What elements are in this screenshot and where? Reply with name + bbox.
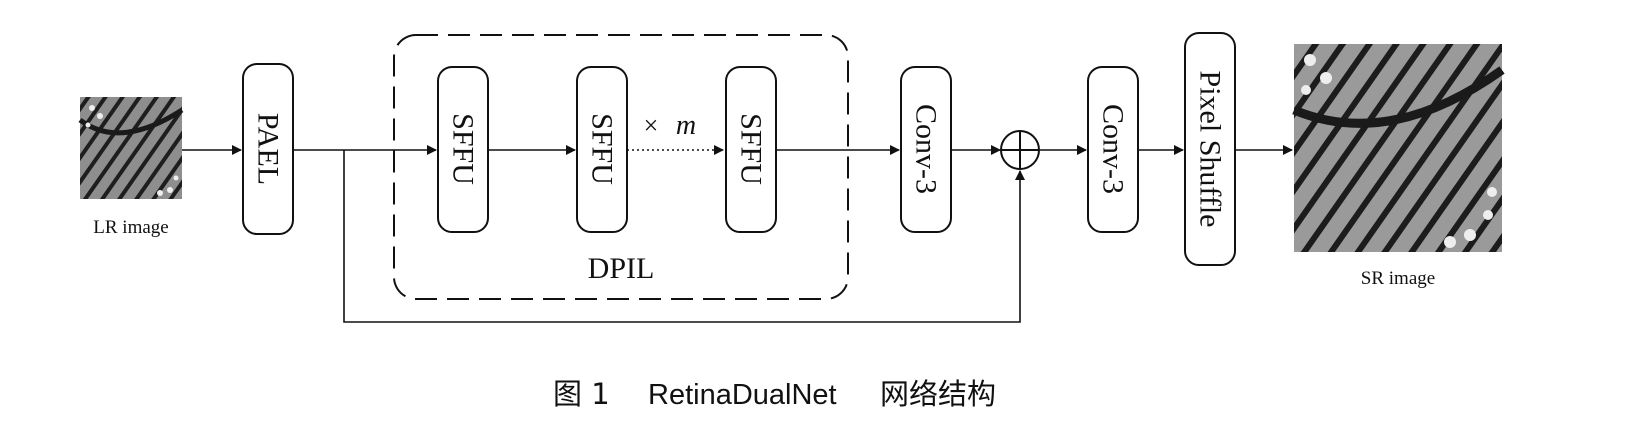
sffu-block-2: SFFU: [576, 66, 628, 233]
sr-image: [1292, 44, 1505, 252]
sum-node: [1000, 130, 1040, 170]
lr-image-label: LR image: [93, 217, 168, 238]
caption-model-name: RetinaDualNet: [648, 379, 837, 411]
repeat-times-symbol: ×: [644, 111, 659, 140]
conv3-block-2: Conv-3: [1087, 66, 1139, 233]
caption-figure-number: 图 1: [553, 377, 610, 411]
skip-connection: [343, 150, 1025, 323]
sr-image-label: SR image: [1361, 268, 1435, 289]
pael-block: PAEL: [242, 63, 294, 235]
sffu-2-label: SFFU: [586, 113, 619, 185]
lr-image: [78, 97, 184, 199]
pael-label: PAEL: [252, 113, 285, 185]
figure-caption: 图 1 RetinaDualNet 网络结构: [553, 377, 996, 411]
pixel-shuffle-label: Pixel Shuffle: [1194, 71, 1227, 228]
conv3-1-label: Conv-3: [910, 104, 943, 194]
repeat-variable: m: [676, 110, 696, 141]
caption-chinese-title: 网络结构: [880, 377, 996, 411]
sffu-1-label: SFFU: [447, 113, 480, 185]
sffu-3-label: SFFU: [735, 113, 768, 185]
sffu-block-1: SFFU: [437, 66, 489, 233]
sffu-block-3: SFFU: [725, 66, 777, 233]
conv3-2-label: Conv-3: [1097, 104, 1130, 194]
dpil-group-border: [393, 34, 849, 300]
conv3-block-1: Conv-3: [900, 66, 952, 233]
pixel-shuffle-block: Pixel Shuffle: [1184, 32, 1236, 266]
dpil-label: DPIL: [588, 252, 655, 285]
